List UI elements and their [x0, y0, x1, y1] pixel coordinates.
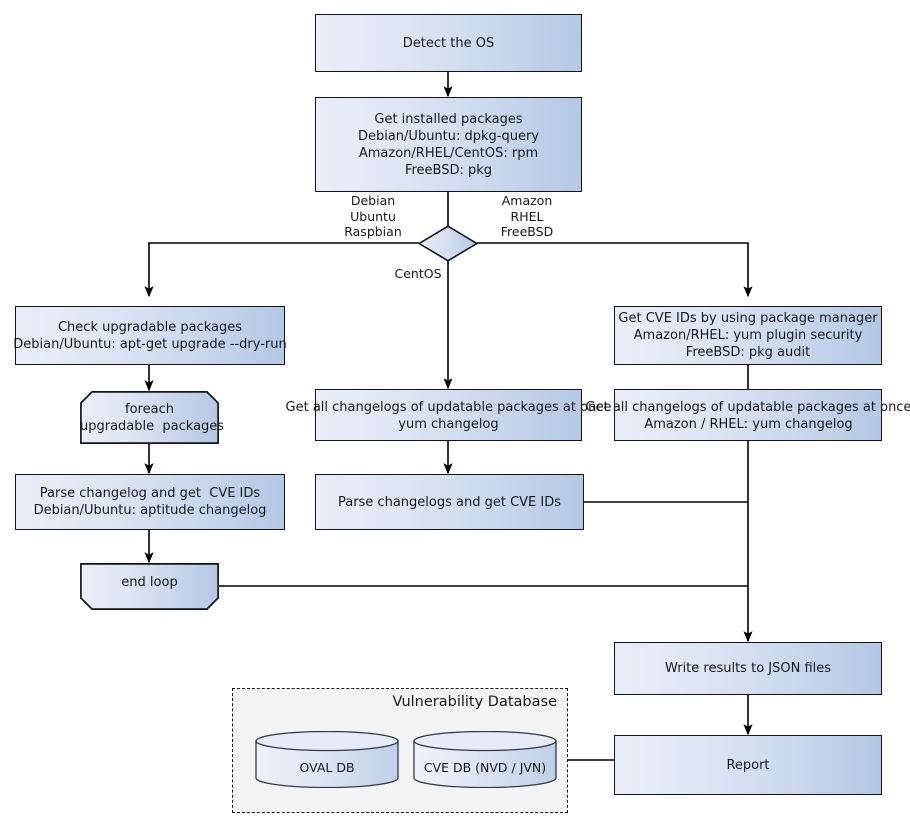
database-cve-db-label: CVE DB (NVD / JVN) [423, 760, 547, 775]
node-changelogs-centos[interactable] [315, 389, 582, 441]
node-report[interactable]: Report [614, 735, 882, 795]
node-foreach-loop-label: foreach upgradable packages [80, 401, 225, 434]
node-check-upgradable-packages[interactable]: Check upgradable packages Debian/Ubuntu:… [13, 306, 287, 365]
node-get-installed-packages[interactable]: Get installed packages Debian/Ubuntu: dp… [315, 97, 582, 192]
node-end-loop-label: end loop [121, 575, 178, 590]
node-write-results[interactable]: Write results to JSON files [614, 642, 882, 695]
node-os-decision[interactable] [417, 225, 479, 262]
node-parse-changelog-debian[interactable]: Parse changelog and get CVE IDs Debian/U… [15, 474, 285, 530]
node-changelogs-centos-label: Get all changelogs of updatable packages… [285, 400, 612, 432]
node-changelogs-amazon-label: Get all changelogs of updatable packages… [585, 400, 910, 432]
node-parse-changelogs-centos[interactable]: Parse changelogs and get CVE IDs [315, 474, 584, 530]
node-changelogs-amazon[interactable] [614, 389, 882, 441]
node-foreach-loop[interactable]: foreach upgradable packages [80, 391, 225, 444]
database-oval-db[interactable]: OVAL DB [255, 730, 399, 789]
edge-label-center-branch: CentOS [394, 266, 442, 281]
diamond-shape [417, 225, 479, 262]
cylinder-shape [255, 730, 399, 789]
loop-start-shape [80, 391, 219, 444]
node-get-cve-ids-package-manager-label: Get CVE IDs by using package manager Ama… [618, 311, 878, 360]
database-cve-db[interactable]: CVE DB (NVD / JVN) [413, 730, 557, 789]
vulnerability-database-group: Vulnerability Database OVAL DB [232, 688, 568, 813]
node-get-cve-ids-package-manager[interactable]: Get CVE IDs by using package manager Ama… [614, 306, 882, 365]
node-check-upgradable-packages-label: Check upgradable packages Debian/Ubuntu:… [13, 319, 287, 352]
node-get-installed-packages-label: Get installed packages Debian/Ubuntu: dp… [357, 111, 540, 178]
node-parse-changelog-debian-label: Parse changelog and get CVE IDs Debian/U… [33, 486, 267, 518]
node-detect-os[interactable]: Detect the OS [315, 14, 582, 72]
edge-label-right-branch: Amazon RHEL FreeBSD [500, 193, 554, 239]
database-oval-db-label: OVAL DB [299, 760, 355, 775]
vulnerability-database-title: Vulnerability Database [392, 694, 557, 710]
node-write-results-label: Write results to JSON files [664, 661, 832, 676]
node-report-label: Report [726, 757, 770, 773]
edge-label-left-branch: Debian Ubuntu Raspbian [344, 193, 402, 239]
node-detect-os-label: Detect the OS [402, 35, 495, 51]
node-end-loop[interactable]: end loop [80, 563, 219, 610]
node-parse-changelogs-centos-label: Parse changelogs and get CVE IDs [337, 494, 562, 510]
cylinder-shape [413, 730, 557, 789]
loop-end-shape [80, 563, 219, 610]
